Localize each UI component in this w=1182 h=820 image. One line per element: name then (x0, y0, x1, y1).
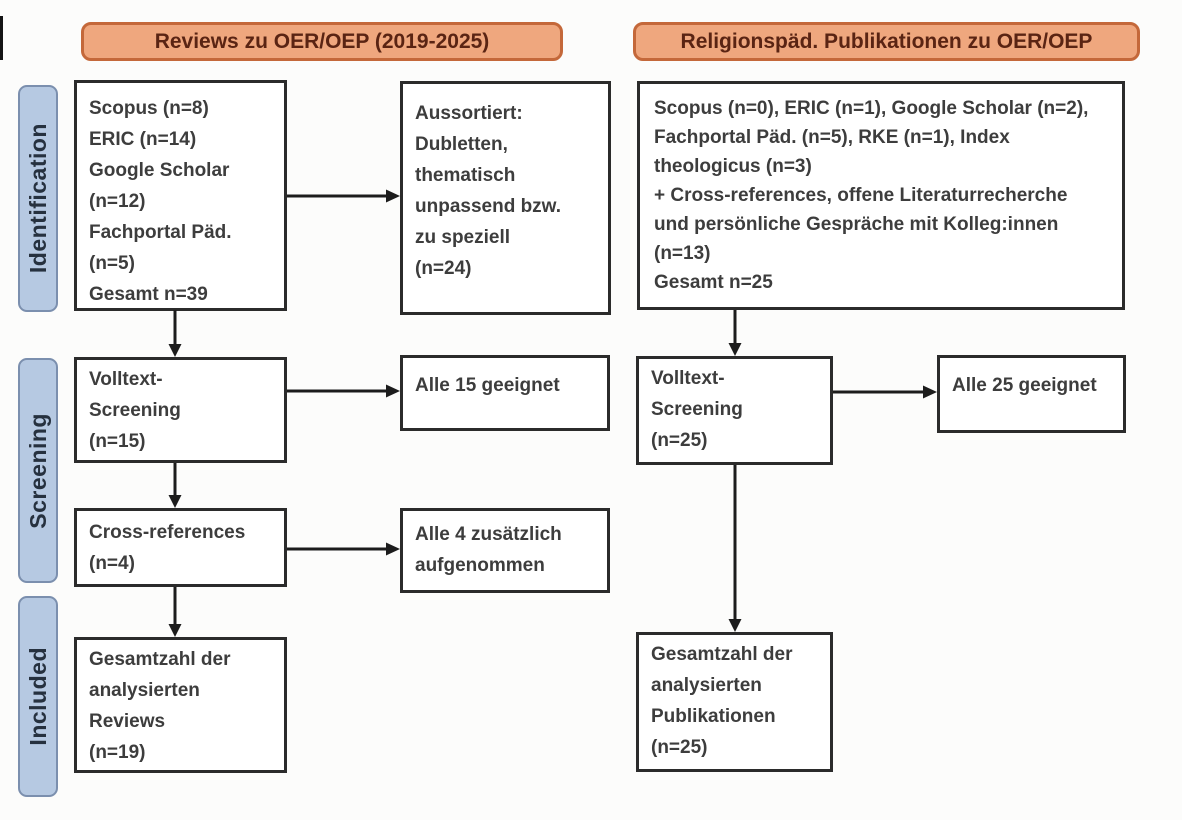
node-gesamt-reviews: Gesamtzahl der analysierten Reviews (n=1… (74, 637, 287, 773)
node-volltext-reviews: Volltext- Screening (n=15) (74, 357, 287, 463)
arrow-crossref-to-alle4 (287, 542, 400, 556)
arrow-crossref-to-gesamt-reviews (168, 587, 182, 637)
stage-label-identification-text: Identification (24, 123, 51, 274)
arrow-volltext-relpaed-to-alle25 (833, 385, 937, 399)
arrow-volltext-relpaed-to-gesamt-publikationen (728, 465, 742, 632)
arrow-sources-reviews-to-volltext (168, 310, 182, 357)
column-header-relpaed: Religionspäd. Publikationen zu OER/OEP (633, 22, 1140, 61)
node-sources-relpaed: Scopus (n=0), ERIC (n=1), Google Scholar… (637, 81, 1125, 310)
node-gesamt-publikationen: Gesamtzahl der analysierten Publikatione… (636, 632, 833, 772)
node-volltext-relpaed: Volltext- Screening (n=25) (636, 356, 833, 465)
stage-label-included: Included (18, 596, 58, 797)
node-alle-25-geeignet: Alle 25 geeignet (937, 355, 1126, 433)
arrow-volltext-reviews-to-alle15 (287, 384, 400, 398)
node-cross-references: Cross-references (n=4) (74, 508, 287, 587)
node-sources-reviews: Scopus (n=8) ERIC (n=14) Google Scholar … (74, 80, 287, 311)
stage-label-included-text: Included (24, 647, 51, 746)
column-header-reviews: Reviews zu OER/OEP (2019-2025) (81, 22, 563, 61)
scan-edge-artifact (0, 16, 3, 60)
node-aussortiert: Aussortiert: Dubletten, thematisch unpas… (400, 81, 611, 315)
arrow-sources-relpaed-to-volltext (728, 310, 742, 356)
node-alle-15-geeignet: Alle 15 geeignet (400, 355, 610, 431)
arrow-volltext-reviews-to-crossref (168, 463, 182, 508)
arrow-sources-reviews-to-aussortiert (287, 189, 400, 203)
stage-label-screening: Screening (18, 358, 58, 583)
stage-label-identification: Identification (18, 85, 58, 312)
stage-label-screening-text: Screening (24, 412, 51, 529)
node-alle-4-aufgenommen: Alle 4 zusätzlich aufgenommen (400, 508, 610, 593)
